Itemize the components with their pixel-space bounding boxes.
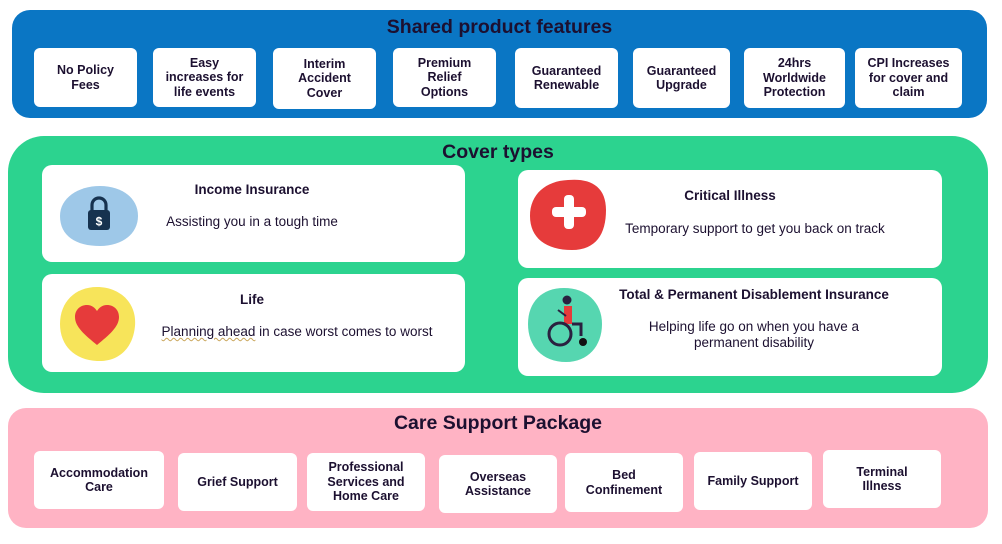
- shared-features-title: Shared product features: [386, 16, 613, 38]
- shared-features-panel: Shared product features No Policy Fees E…: [12, 10, 987, 118]
- cover-types-title: Cover types: [442, 141, 554, 163]
- feature-worldwide-protection: 24hrs Worldwide Protection: [744, 48, 845, 108]
- critical-illness-desc: Temporary support to get you back on tra…: [625, 221, 885, 236]
- care-family-support: Family Support: [694, 452, 812, 510]
- care-accommodation: Accommodation Care: [34, 451, 164, 509]
- wheelchair-person-icon: [528, 288, 602, 362]
- feature-easy-increases: Easy increases for life events: [153, 48, 256, 107]
- care-professional-services: Professional Services and Home Care: [307, 453, 425, 511]
- feature-cpi-increases: CPI Increases for cover and claim: [855, 48, 962, 108]
- card-life: Life Planning ahead in case worst comes …: [42, 274, 465, 372]
- life-title: Life: [239, 292, 264, 307]
- feature-guaranteed-renewable: Guaranteed Renewable: [515, 48, 618, 108]
- care-bed-confinement: Bed Confinement: [565, 453, 683, 512]
- cover-types-panel: Cover types $ Income Insurance Assisting…: [8, 136, 988, 393]
- feature-interim-accident-cover: Interim Accident Cover: [273, 48, 376, 109]
- dollar-padlock-icon: $: [60, 186, 138, 246]
- care-overseas-assistance: Overseas Assistance: [439, 455, 557, 513]
- card-critical-illness: Critical Illness Temporary support to ge…: [518, 170, 942, 268]
- income-insurance-title: Income Insurance: [194, 182, 310, 197]
- critical-illness-title: Critical Illness: [684, 188, 776, 203]
- feature-guaranteed-upgrade: Guaranteed Upgrade: [633, 48, 730, 108]
- life-desc-rest: in case worst comes to worst: [255, 324, 433, 339]
- life-desc: Planning ahead in case worst comes to wo…: [147, 324, 447, 340]
- plus-cross-icon: [530, 179, 606, 250]
- feature-premium-relief-options: Premium Relief Options: [393, 48, 496, 107]
- tpd-desc: Helping life go on when you have a perma…: [648, 319, 860, 350]
- card-income-insurance: $ Income Insurance Assisting you in a to…: [42, 165, 465, 262]
- feature-no-policy-fees: No Policy Fees: [34, 48, 137, 107]
- svg-text:$: $: [96, 215, 103, 229]
- life-desc-underlined: Planning ahead: [161, 324, 256, 339]
- care-support-title: Care Support Package: [393, 412, 603, 434]
- care-terminal-illness: Terminal Illness: [823, 450, 941, 508]
- card-tpd: Total & Permanent Disablement Insurance …: [518, 278, 942, 376]
- heart-icon: [60, 287, 136, 362]
- income-insurance-desc: Assisting you in a tough time: [166, 214, 338, 229]
- care-grief-support: Grief Support: [178, 453, 297, 511]
- care-support-panel: Care Support Package Accommodation Care …: [8, 408, 988, 528]
- tpd-title: Total & Permanent Disablement Insurance: [619, 287, 889, 302]
